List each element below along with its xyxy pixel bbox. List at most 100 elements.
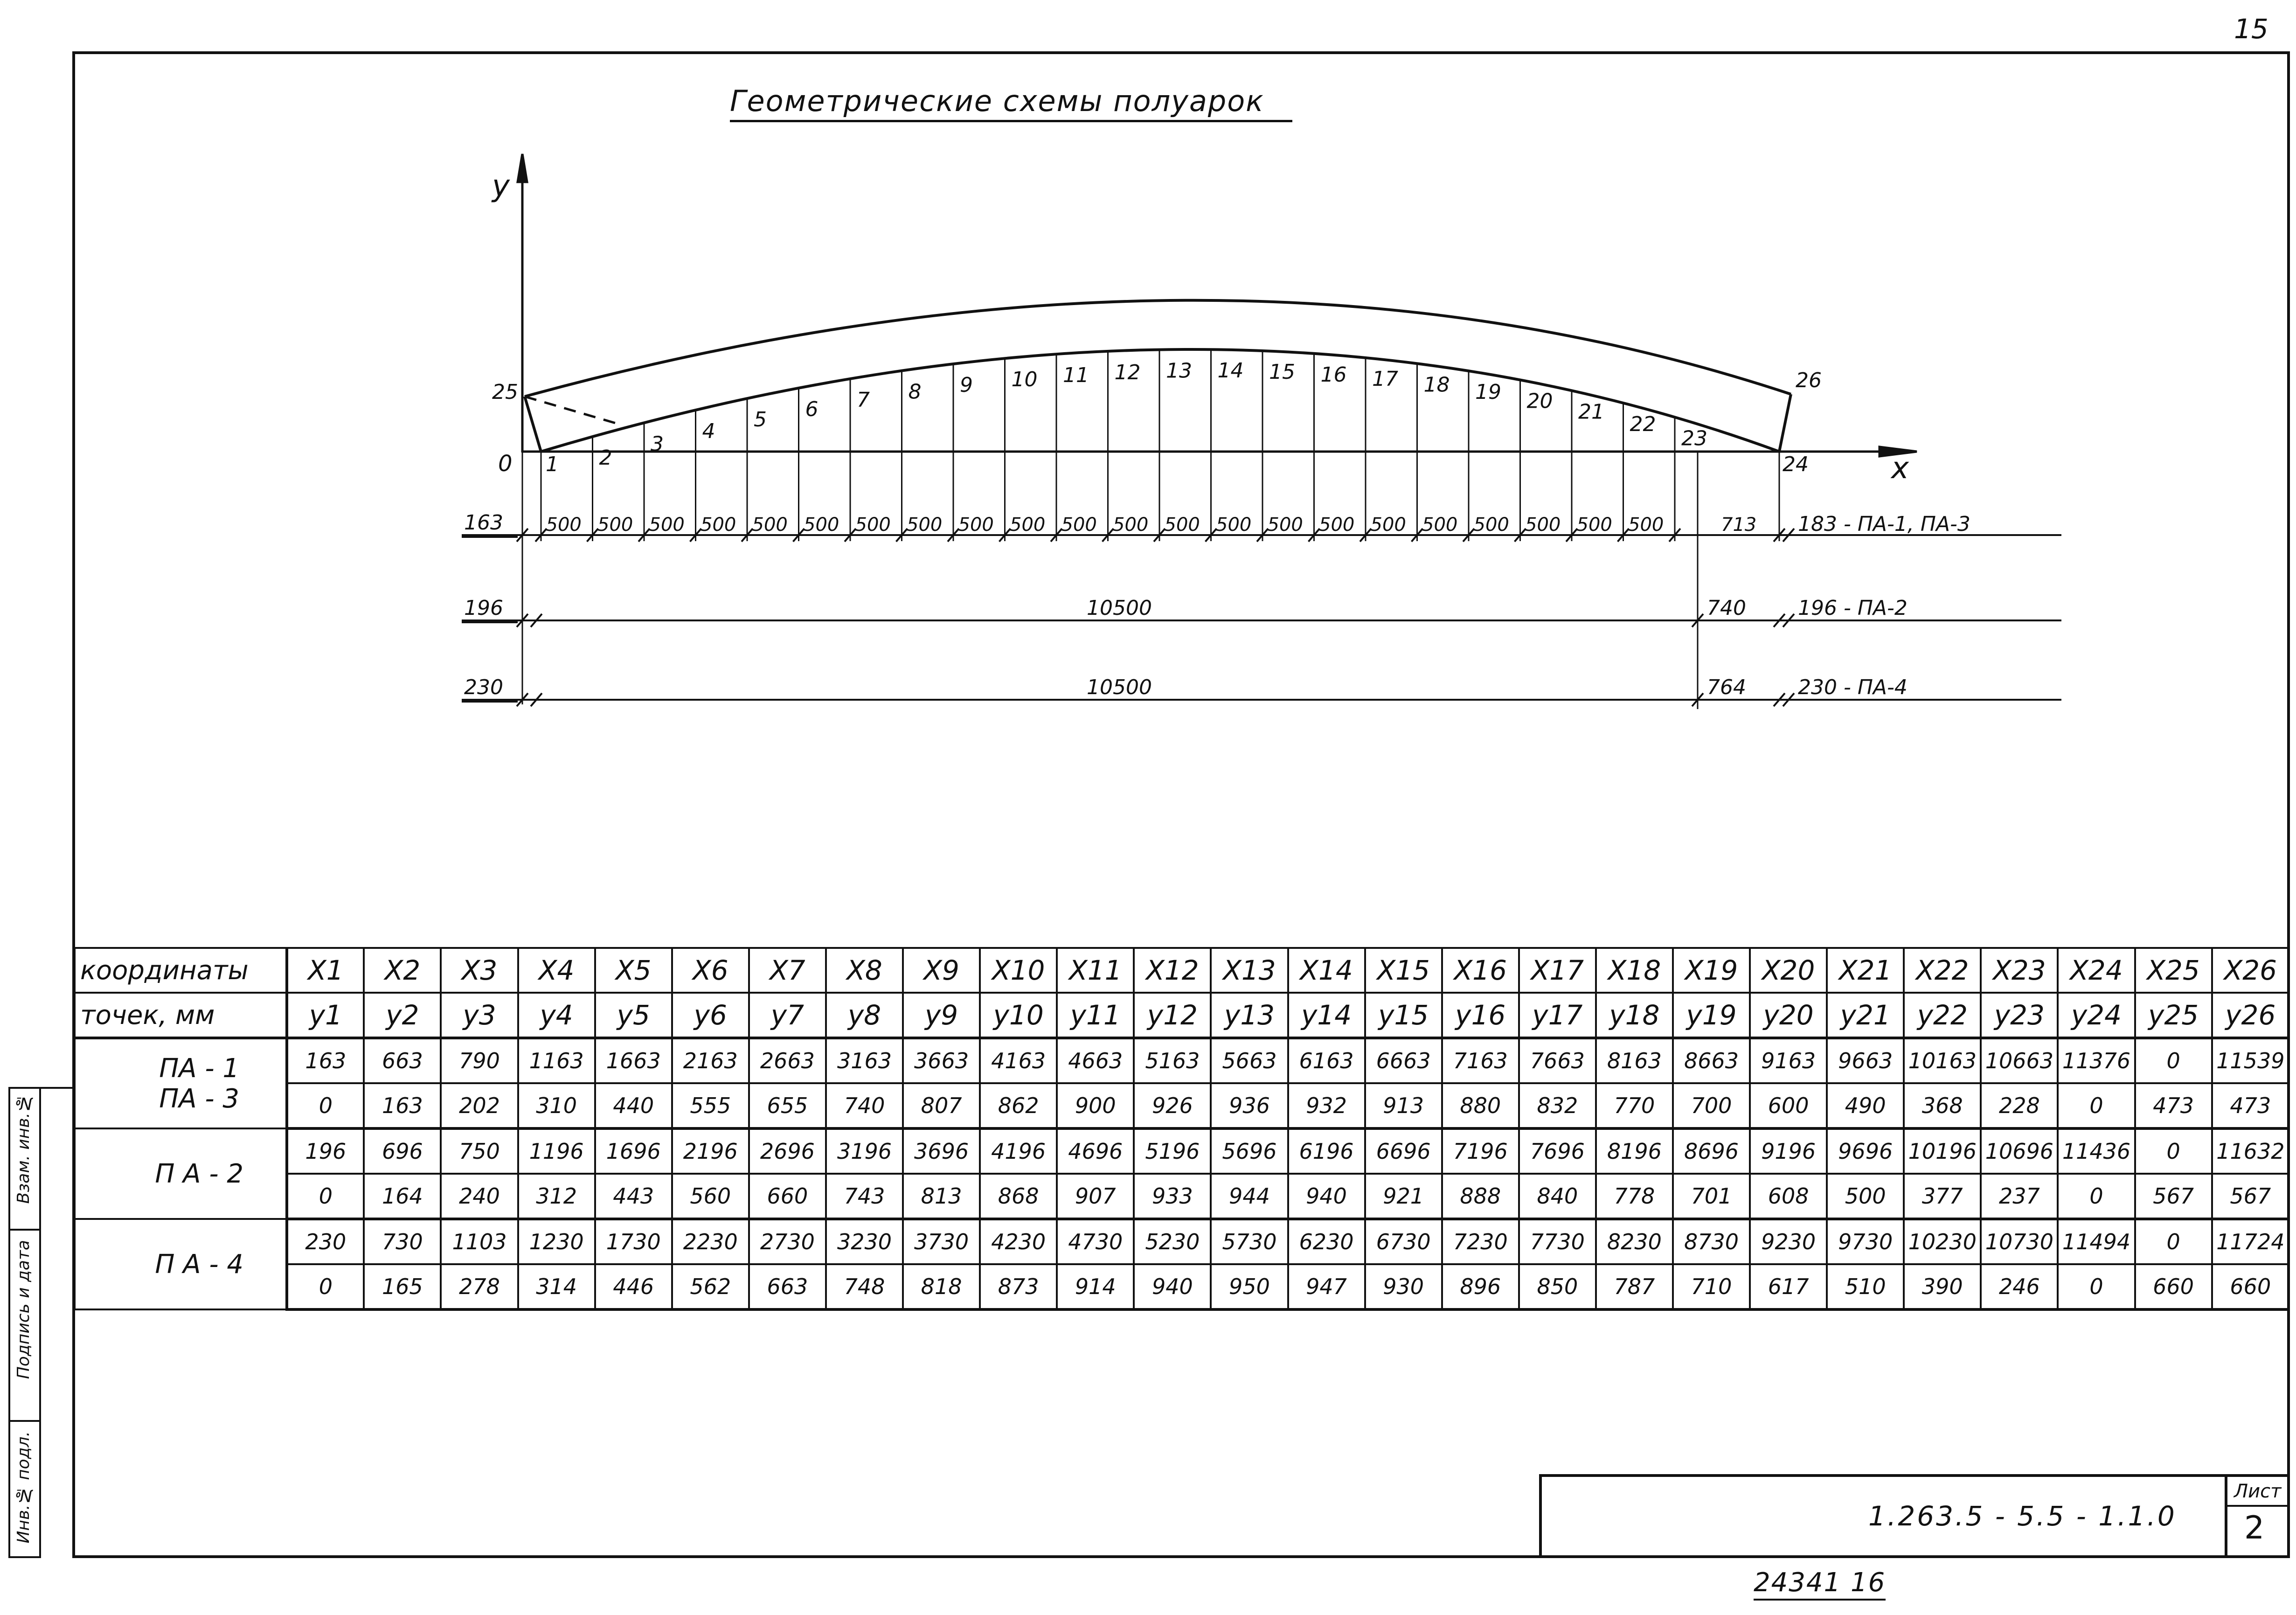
x-value: 3230: [825, 1218, 904, 1265]
x-header: Х20: [1749, 947, 1828, 994]
x-value: 2696: [748, 1128, 827, 1175]
x-value: 0: [2134, 1037, 2213, 1084]
x-value: 11494: [2057, 1218, 2136, 1265]
dimension-end-value: 740: [1707, 596, 1746, 620]
dimension-end-value: 713: [1721, 514, 1756, 536]
x-value: 9663: [1826, 1037, 1905, 1084]
point-label: 15: [1269, 360, 1295, 384]
y-value: 510: [1826, 1263, 1905, 1311]
dimension-tick: [1359, 528, 1372, 543]
y-value: 0: [286, 1082, 365, 1130]
y-header: у15: [1364, 992, 1443, 1039]
point-label: 13: [1166, 359, 1192, 383]
y-value: 655: [748, 1082, 827, 1130]
y-value: 862: [979, 1082, 1058, 1130]
point-label: 20: [1527, 389, 1553, 413]
y-value: 930: [1364, 1263, 1443, 1311]
dimension-segment: 500: [1628, 514, 1664, 536]
dimension-tick: [534, 528, 548, 543]
y-value: 473: [2211, 1082, 2290, 1130]
x-header: Х18: [1595, 947, 1674, 994]
x-value: 11539: [2211, 1037, 2290, 1084]
group-mark-label: ПА - 3: [159, 1083, 240, 1114]
dimension-segment: 500: [907, 514, 942, 536]
point-label: 18: [1424, 373, 1450, 397]
x-header: Х22: [1903, 947, 1982, 994]
y-value: 165: [363, 1263, 442, 1311]
dimension-tick: [1773, 692, 1786, 707]
x-value: 0: [2134, 1218, 2213, 1265]
dimension-segment: 500: [597, 514, 633, 536]
x-header: Х6: [671, 947, 750, 994]
point-label: 21: [1578, 400, 1604, 424]
dimension-tick: [530, 692, 543, 707]
x-value: 663: [363, 1037, 442, 1084]
x-value: 0: [2134, 1128, 2213, 1175]
point-label: 10: [1012, 368, 1038, 391]
x-header: Х14: [1287, 947, 1366, 994]
y-header: у20: [1749, 992, 1828, 1039]
x-value: 5730: [1210, 1218, 1289, 1265]
x-value: 4696: [1056, 1128, 1135, 1175]
y-header: у9: [902, 992, 981, 1039]
sheet-cell: Лист 2: [2225, 1477, 2287, 1555]
y-value: 443: [594, 1173, 673, 1220]
x-header: Х1: [286, 947, 365, 994]
y-header: у23: [1980, 992, 2059, 1039]
dimension-tick: [1256, 528, 1269, 543]
x-value: 11724: [2211, 1218, 2290, 1265]
x-value: 6163: [1287, 1037, 1366, 1084]
dimension-tick: [947, 528, 960, 543]
point-label: 19: [1475, 380, 1501, 404]
x-axis-arrow: [1878, 446, 1917, 458]
dimension-segment: 500: [1474, 514, 1509, 536]
y-value: 850: [1518, 1263, 1597, 1311]
y-value: 936: [1210, 1082, 1289, 1130]
y-value: 600: [1749, 1082, 1828, 1130]
x-value: 1696: [594, 1128, 673, 1175]
y-value: 246: [1980, 1263, 2059, 1311]
y-header: у24: [2057, 992, 2136, 1039]
y-value: 560: [671, 1173, 750, 1220]
y-value: 660: [748, 1173, 827, 1220]
point-label: 17: [1372, 367, 1398, 391]
group-mark-label: П А - 2: [155, 1158, 243, 1189]
dimension-segment: 500: [649, 514, 685, 536]
x-header: Х4: [517, 947, 596, 994]
x-value: 730: [363, 1218, 442, 1265]
arch-right-end: [1778, 394, 1792, 452]
drawing-frame: [72, 51, 2290, 1558]
y-value: 926: [1133, 1082, 1212, 1130]
x-header: Х21: [1826, 947, 1905, 994]
sheet-separator: [2227, 1505, 2287, 1507]
y-axis-label: у: [491, 169, 510, 203]
x-value: 1103: [440, 1218, 519, 1265]
dimension-tick: [689, 528, 702, 543]
y-header: у5: [594, 992, 673, 1039]
dimension-tick: [1616, 528, 1630, 543]
x-value: 8696: [1672, 1128, 1751, 1175]
point-label: 23: [1681, 426, 1707, 450]
y-value: 240: [440, 1173, 519, 1220]
axes: [516, 153, 1917, 458]
dimension-tick: [792, 528, 805, 543]
x-value: 196: [286, 1128, 365, 1175]
x-value: 9163: [1749, 1037, 1828, 1084]
y-value: 740: [825, 1082, 904, 1130]
y-value: 490: [1826, 1082, 1905, 1130]
y-value: 660: [2211, 1263, 2290, 1311]
y-header: у6: [671, 992, 750, 1039]
y-value: 700: [1672, 1082, 1751, 1130]
x-value: 9730: [1826, 1218, 1905, 1265]
dimension-tick: [895, 528, 909, 543]
x-value: 6730: [1364, 1218, 1443, 1265]
dimension-segment: 500: [855, 514, 891, 536]
dimension-segment: 500: [958, 514, 994, 536]
y-header: у2: [363, 992, 442, 1039]
x-value: 8663: [1672, 1037, 1751, 1084]
y-value: 0: [2057, 1173, 2136, 1220]
table-header-label: точек, мм: [73, 992, 289, 1039]
point-label: 4: [702, 419, 715, 443]
